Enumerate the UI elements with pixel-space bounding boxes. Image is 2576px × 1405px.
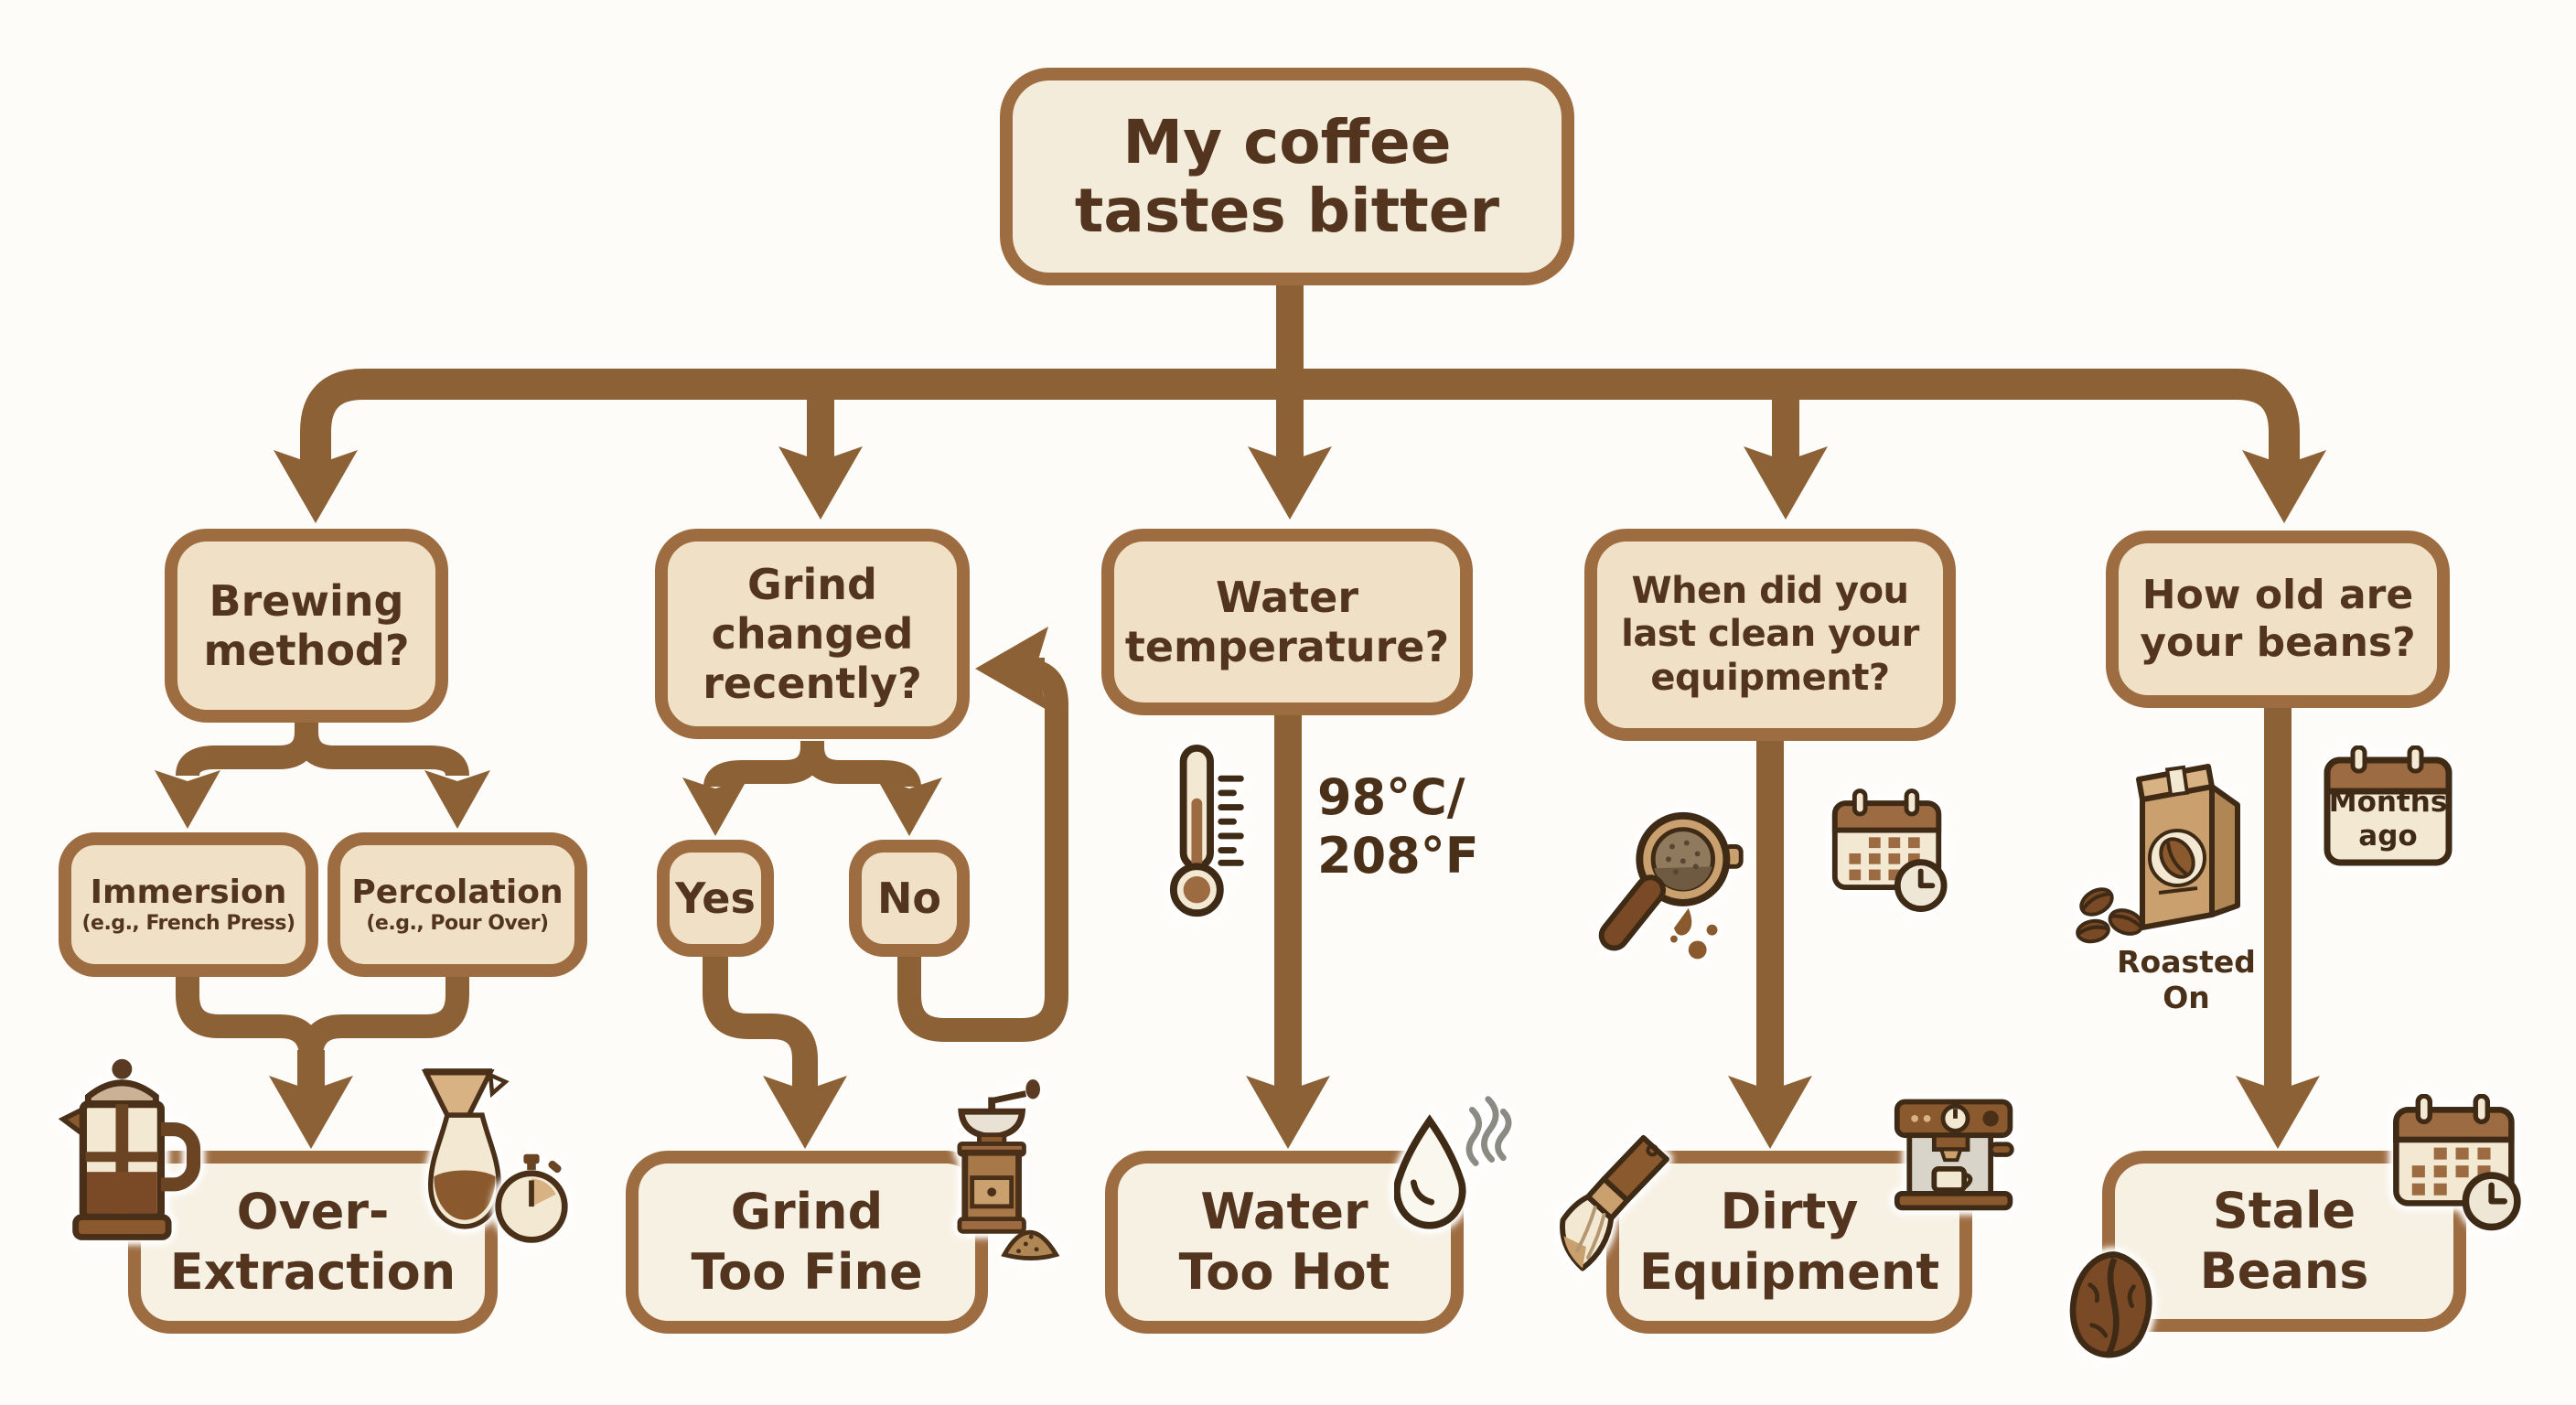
root-node-line: My coffee xyxy=(1122,106,1452,177)
question-node-bean-age: How old are your beans? xyxy=(2106,531,2450,708)
result-node-grind-too-fine: Grind Too Fine xyxy=(626,1151,988,1334)
question-line: method? xyxy=(203,626,410,675)
result-line: Too Fine xyxy=(691,1243,923,1301)
coffee-bag-icon xyxy=(2075,750,2258,947)
stale-bean-icon xyxy=(2064,1249,2164,1368)
option-node-no: No xyxy=(849,840,970,957)
question-line: Water xyxy=(1215,572,1358,622)
coffee-grinder-icon xyxy=(935,1078,1063,1283)
result-line: Beans xyxy=(2199,1242,2369,1300)
question-line: Grind xyxy=(747,559,877,609)
months-ago-label: Months ago xyxy=(2322,786,2454,853)
result-line: Too Hot xyxy=(1178,1243,1390,1301)
thermometer-icon xyxy=(1167,743,1257,922)
result-line: Water xyxy=(1200,1183,1368,1241)
months-ago-line: Months xyxy=(2328,786,2448,819)
result-line: Over- xyxy=(236,1183,390,1241)
option-label: No xyxy=(876,874,942,923)
water-temp-label: 98°C/ 208°F xyxy=(1317,768,1500,885)
months-ago-line: ago xyxy=(2358,820,2418,853)
espresso-machine-icon xyxy=(1892,1094,2020,1237)
result-line: Equipment xyxy=(1638,1243,1940,1301)
result-line: Dirty xyxy=(1720,1183,1859,1241)
question-line: last clean your xyxy=(1621,613,1919,656)
water-temp-line: 98°C/ xyxy=(1317,768,1465,826)
result-line: Grind xyxy=(730,1183,884,1241)
question-line: your beans? xyxy=(2140,619,2416,666)
question-node-clean-equipment: When did you last clean your equipment? xyxy=(1584,529,1956,741)
coffee-beans-icon xyxy=(2076,887,2144,944)
question-line: When did you xyxy=(1631,570,1909,613)
steam-water-drop-icon xyxy=(1394,1090,1513,1237)
result-node-water-too-hot: Water Too Hot xyxy=(1105,1151,1464,1334)
question-node-water-temperature: Water temperature? xyxy=(1101,529,1473,715)
question-line: How old are xyxy=(2141,572,2414,619)
question-line: equipment? xyxy=(1650,656,1890,699)
calendar-clock-icon xyxy=(1828,788,1948,915)
stopwatch-icon xyxy=(492,1151,571,1246)
question-line: temperature? xyxy=(1124,622,1450,671)
roasted-on-label: Roasted On xyxy=(2117,944,2256,1015)
water-temp-line: 208°F xyxy=(1317,826,1479,885)
french-press-icon xyxy=(50,1056,201,1276)
option-node-yes: Yes xyxy=(657,840,774,957)
option-node-immersion: Immersion (e.g., French Press) xyxy=(59,832,318,977)
option-label: Immersion xyxy=(90,873,287,911)
months-ago-calendar-icon: Months ago xyxy=(2322,745,2454,874)
portafilter-icon xyxy=(1581,801,1755,992)
result-line: Extraction xyxy=(169,1243,456,1301)
question-node-grind-changed: Grind changed recently? xyxy=(655,529,970,739)
question-line: changed xyxy=(711,608,914,659)
result-line: Stale xyxy=(2212,1182,2356,1240)
option-label: Yes xyxy=(675,874,756,923)
calendar-clock-icon xyxy=(2388,1094,2523,1233)
option-node-percolation: Percolation (e.g., Pour Over) xyxy=(327,832,587,977)
pour-over-dripper-icon xyxy=(419,1061,510,1262)
question-node-brewing-method: Brewing method? xyxy=(165,529,448,723)
question-line: recently? xyxy=(703,659,922,709)
root-node-line: tastes bitter xyxy=(1074,176,1500,246)
option-label: Percolation xyxy=(351,873,564,911)
option-sublabel: (e.g., Pour Over) xyxy=(366,911,549,935)
root-node: My coffee tastes bitter xyxy=(1000,68,1574,285)
question-line: Brewing xyxy=(209,575,404,626)
option-sublabel: (e.g., French Press) xyxy=(81,911,295,935)
cleaning-brush-icon xyxy=(1551,1132,1696,1293)
